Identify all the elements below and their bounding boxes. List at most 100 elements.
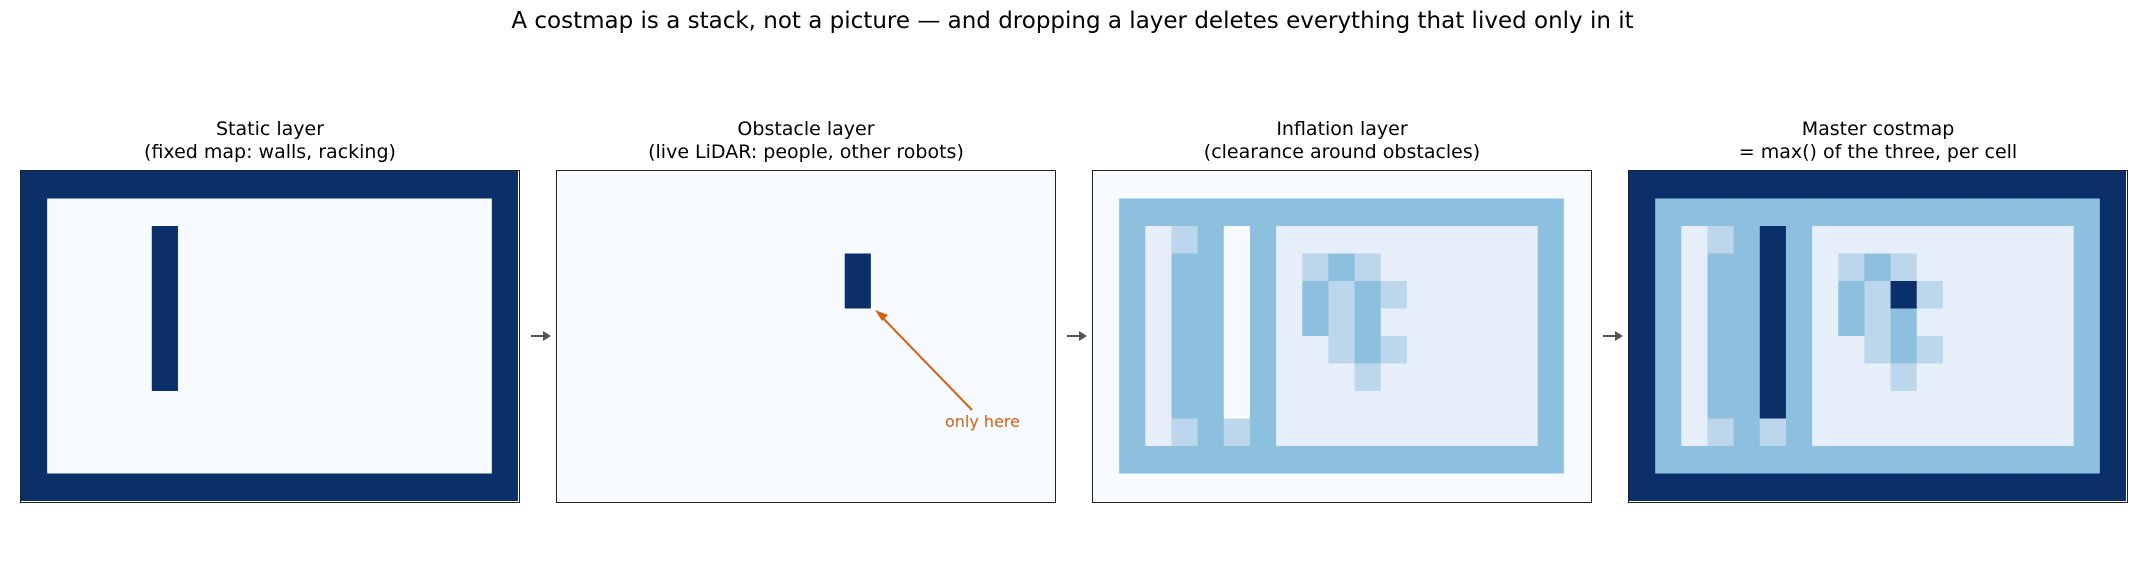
cost-cell xyxy=(1785,171,1813,200)
cost-cell xyxy=(1785,253,1813,282)
cost-cell xyxy=(687,198,715,227)
cost-cell xyxy=(1969,171,1996,200)
cost-cell xyxy=(583,336,610,365)
cost-cell xyxy=(1838,418,1866,447)
cost-cell xyxy=(1759,336,1787,365)
cost-cell xyxy=(1812,336,1839,365)
static-layer-cells xyxy=(21,171,518,501)
cost-cell xyxy=(1093,281,1120,310)
cost-cell xyxy=(177,418,205,447)
cost-cell xyxy=(204,308,231,337)
cost-cell xyxy=(1916,198,1944,227)
cost-cell xyxy=(1812,446,1839,475)
cost-cell xyxy=(387,363,414,392)
cost-cell xyxy=(151,281,179,310)
cost-cell xyxy=(661,281,689,310)
cost-cell xyxy=(1733,473,1761,501)
cost-cell xyxy=(1459,336,1486,365)
cost-cell xyxy=(1511,253,1539,282)
cost-cell xyxy=(1733,171,1761,200)
cost-cell xyxy=(1328,226,1356,255)
cost-cell xyxy=(282,281,310,310)
cost-cell xyxy=(1171,226,1199,255)
cost-cell xyxy=(1916,336,1944,365)
cost-cell xyxy=(687,281,715,310)
cost-cell xyxy=(361,226,388,255)
cost-cell xyxy=(1995,253,2022,282)
cost-cell xyxy=(1027,336,1054,365)
cost-cell xyxy=(1563,253,1590,282)
cost-cell xyxy=(1785,446,1813,475)
cost-cell xyxy=(1485,336,1513,365)
cost-cell xyxy=(818,198,846,227)
cost-cell xyxy=(1864,171,1892,200)
cost-cell xyxy=(99,446,127,475)
cost-cell xyxy=(1511,418,1539,447)
cost-cell xyxy=(1485,446,1513,475)
cost-cell xyxy=(635,171,663,200)
cost-cell xyxy=(687,391,715,420)
cost-cell xyxy=(1759,308,1787,337)
cost-cell xyxy=(1459,171,1486,200)
cost-cell xyxy=(491,226,518,255)
cost-cell xyxy=(439,473,467,501)
cost-cell xyxy=(387,336,414,365)
cost-cell xyxy=(439,198,467,227)
cost-cell xyxy=(125,226,153,255)
cost-cell xyxy=(1916,308,1944,337)
cost-cell xyxy=(740,281,767,310)
cost-cell xyxy=(1093,363,1120,392)
cost-cell xyxy=(557,281,584,310)
cost-cell xyxy=(439,336,467,365)
cost-cell xyxy=(2047,198,2075,227)
cost-cell xyxy=(1890,308,1918,337)
cost-cell xyxy=(897,253,924,282)
cost-cell xyxy=(1406,336,1434,365)
cost-cell xyxy=(1328,336,1356,365)
cost-cell xyxy=(99,253,127,282)
cost-cell xyxy=(439,446,467,475)
cost-cell xyxy=(792,391,820,420)
cost-cell xyxy=(1171,391,1199,420)
cost-cell xyxy=(557,226,584,255)
cost-cell xyxy=(2073,363,2101,392)
cost-cell xyxy=(1276,198,1303,227)
cost-cell xyxy=(792,253,820,282)
cost-cell xyxy=(609,418,637,447)
cost-cell xyxy=(1916,391,1944,420)
cost-cell xyxy=(766,336,794,365)
cost-cell xyxy=(1707,226,1735,255)
cost-cell xyxy=(1995,281,2022,310)
cost-cell xyxy=(413,363,441,392)
cost-cell xyxy=(1093,336,1120,365)
cost-cell xyxy=(1629,226,1656,255)
cost-cell xyxy=(282,336,310,365)
cost-cell xyxy=(1027,418,1054,447)
cost-cell xyxy=(975,336,1003,365)
cost-cell xyxy=(1629,253,1656,282)
cost-cell xyxy=(713,171,741,200)
cost-cell xyxy=(1354,336,1382,365)
cost-cell xyxy=(818,171,846,200)
cost-cell xyxy=(583,308,610,337)
cost-cell xyxy=(1354,171,1382,200)
cost-cell xyxy=(1681,446,1709,475)
cost-cell xyxy=(1001,418,1029,447)
cost-cell xyxy=(308,253,336,282)
cost-cell xyxy=(73,198,101,227)
cost-cell xyxy=(1249,253,1277,282)
cost-cell xyxy=(413,446,441,475)
cost-cell xyxy=(361,418,388,447)
cost-cell xyxy=(1001,253,1029,282)
cost-cell xyxy=(844,226,872,255)
cost-cell xyxy=(1406,418,1434,447)
cost-cell xyxy=(870,171,898,200)
cost-cell xyxy=(661,198,689,227)
cost-cell xyxy=(2021,281,2049,310)
cost-cell xyxy=(361,363,388,392)
cost-cell xyxy=(439,171,467,200)
cost-cell xyxy=(1171,198,1199,227)
cost-cell xyxy=(1197,418,1225,447)
cost-cell xyxy=(1328,446,1356,475)
cost-cell xyxy=(1511,226,1539,255)
